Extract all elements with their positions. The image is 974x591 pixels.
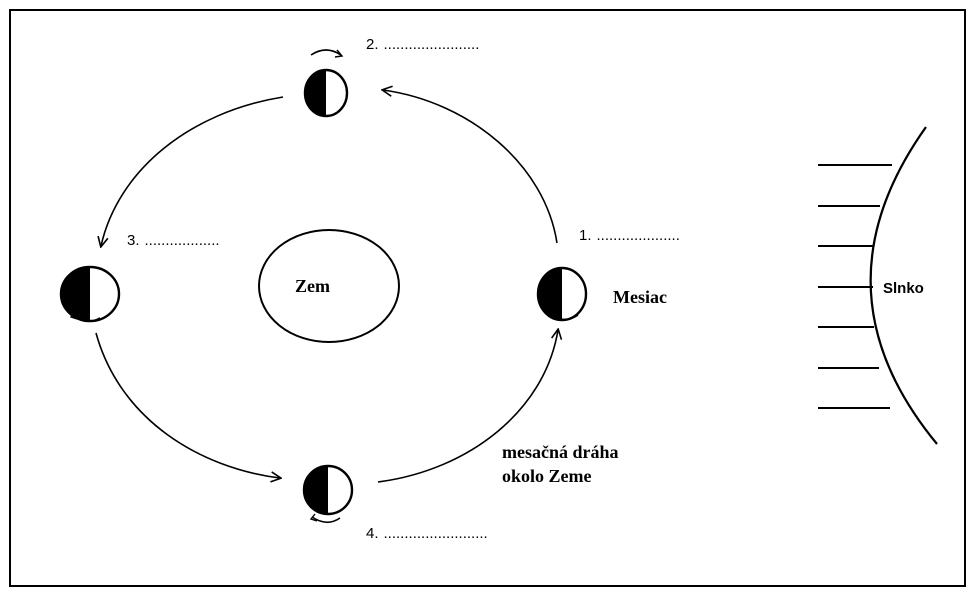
orbit-arrow-2-to-3 (101, 96, 284, 246)
moon-position-2 (303, 49, 349, 118)
position-label-4: 4.......................... (366, 525, 488, 542)
orbit-label: mesačná dráha okolo Zeme (502, 442, 619, 486)
rotation-arrow-icon (548, 312, 579, 321)
moon-dark-half (538, 268, 562, 320)
moon-dark-half (305, 70, 326, 116)
moon-position-1: Mesiac (536, 266, 667, 322)
answer-blank[interactable]: .................... (597, 227, 680, 244)
position-number: 1. (579, 227, 592, 244)
position-label-3: 3................... (127, 232, 220, 249)
svg-text:3...................: 3................... (127, 232, 220, 249)
position-number: 4. (366, 525, 379, 542)
svg-text:4..........................: 4.......................... (366, 525, 488, 542)
rotation-arrow-icon (71, 314, 101, 323)
sun-label: Slnko (883, 280, 924, 297)
orbit-label-line-2: okolo Zeme (502, 466, 592, 486)
moon-dark-half (61, 267, 90, 321)
moon-dark-half (304, 466, 328, 514)
earth-circle (258, 229, 400, 343)
orbit-arrow-3-to-4 (95, 332, 280, 478)
orbit-arrow-1-to-2 (383, 90, 558, 244)
position-label-1: 1..................... (579, 227, 680, 244)
svg-text:2........................: 2........................ (366, 36, 479, 53)
sun-rays (818, 164, 892, 409)
orbit-arrow-4-to-1 (377, 330, 558, 483)
moon-position-3 (59, 265, 121, 323)
answer-blank[interactable]: ....................... (384, 36, 480, 53)
position-number: 3. (127, 232, 140, 249)
moon-circle (303, 68, 349, 118)
diagram-frame (9, 9, 966, 587)
answer-blank[interactable]: .................. (145, 232, 220, 249)
moon-circle (302, 464, 354, 516)
moon-label: Mesiac (613, 287, 667, 307)
answer-blank[interactable]: ......................... (384, 525, 488, 542)
svg-text:1.....................: 1..................... (579, 227, 680, 244)
orbit-label-line-1: mesačná dráha (502, 442, 619, 462)
moon-position-4 (302, 464, 354, 524)
earth: Zem (258, 229, 400, 343)
sun: Slnko (818, 126, 938, 445)
rotation-arrow-icon (310, 49, 342, 56)
position-number: 2. (366, 36, 379, 53)
earth-label: Zem (295, 276, 330, 296)
orbit-arrows (95, 90, 558, 483)
rotation-arrow-icon (311, 516, 341, 524)
position-label-2: 2........................ (366, 36, 479, 53)
